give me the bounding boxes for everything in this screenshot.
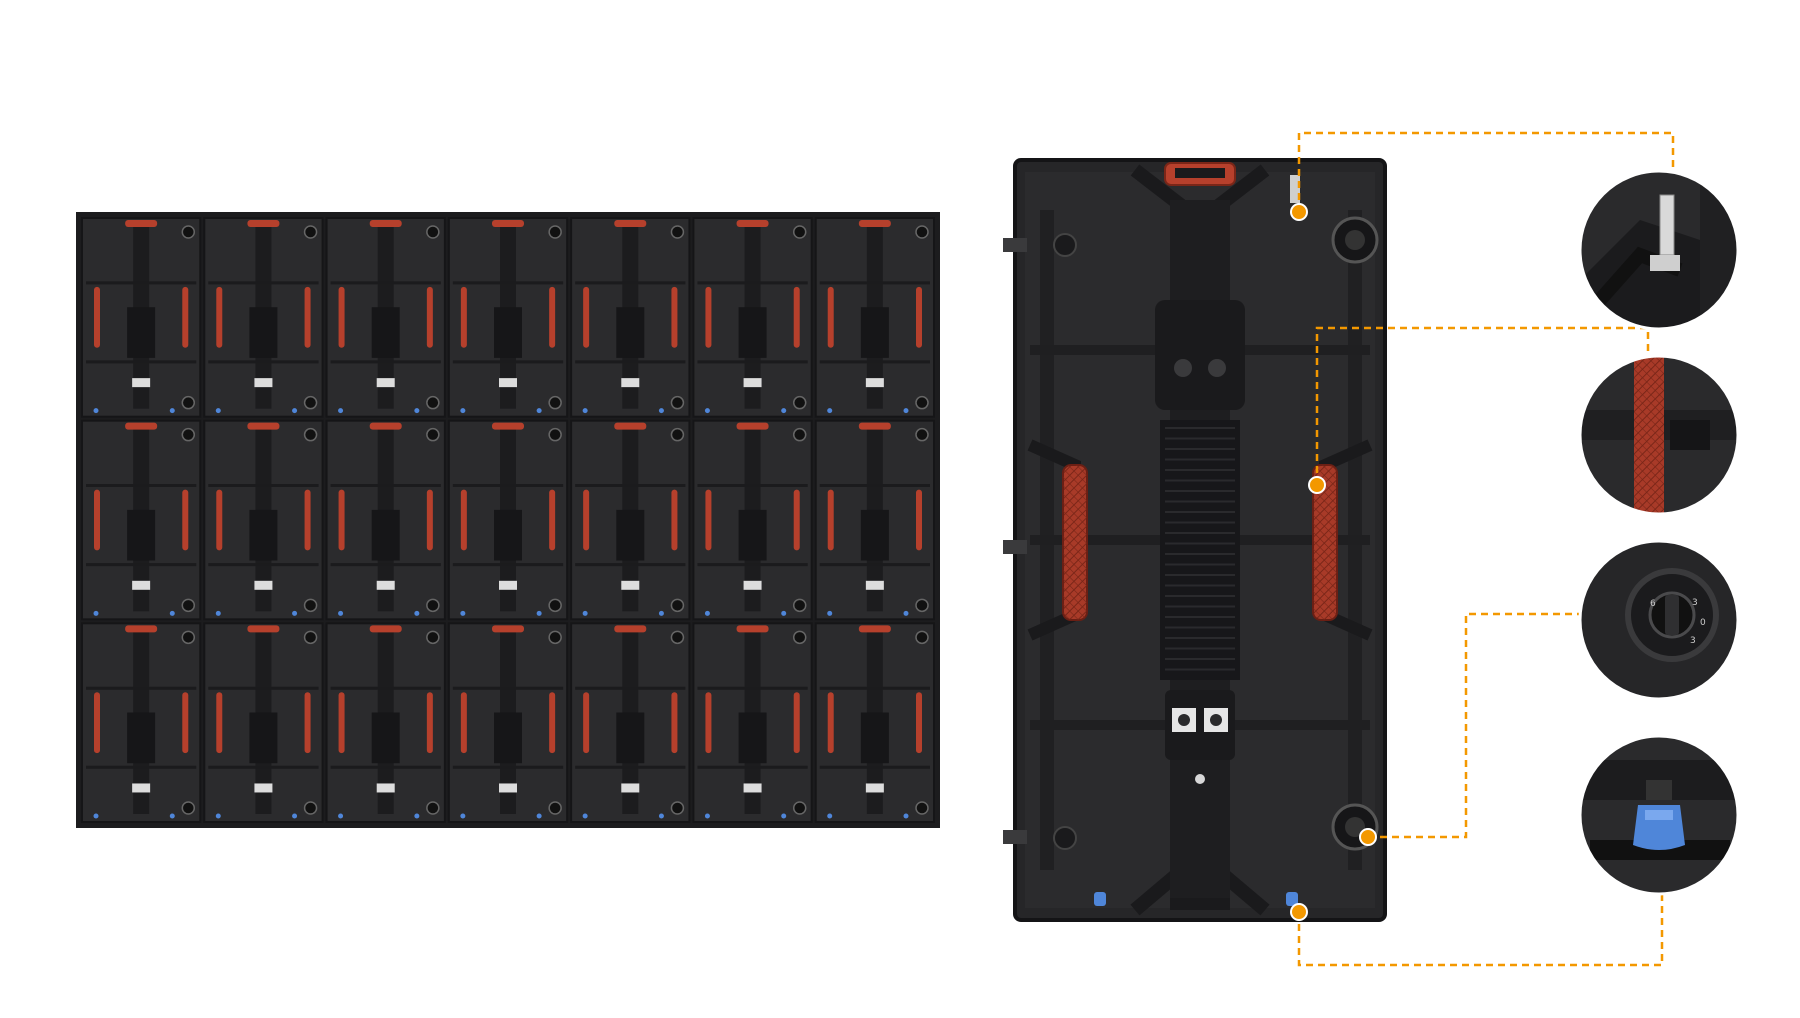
signal-box: [1165, 690, 1235, 760]
callout-dot-latch: [1290, 203, 1308, 221]
wall-cabinet: [447, 622, 569, 823]
lock-dial-icon: 3 6 0 3: [1625, 568, 1719, 662]
wall-cabinet: [570, 217, 691, 418]
wall-cabinet: [447, 419, 569, 621]
upper-right-lock-dial: [1331, 216, 1379, 264]
side-handle-detail: [1578, 354, 1740, 516]
wall-cabinet: [692, 217, 813, 418]
wall-cabinet: [203, 419, 324, 621]
dial-label-a: 3: [1692, 598, 1698, 608]
wall-cabinet: [325, 622, 446, 823]
callout-line-handle: [1315, 326, 1650, 485]
single-cabinet-back: [1003, 158, 1387, 922]
led-wall-assembly: [76, 212, 940, 828]
callout-dot-connector: [1290, 903, 1308, 921]
left-latch-upper: [1003, 238, 1027, 252]
left-latch-lower: [1003, 830, 1027, 844]
wall-cabinet: [692, 419, 813, 621]
wall-cabinet: [570, 622, 691, 823]
handle-icon: [1580, 356, 1738, 514]
wall-cabinet: [447, 217, 569, 418]
callout-lines: [1297, 131, 1675, 967]
wall-cabinet: [814, 622, 936, 823]
latch-icon: [1580, 175, 1738, 329]
callout-line-connector: [1297, 893, 1664, 967]
power-box: [1155, 300, 1245, 410]
wall-cabinet: [203, 622, 324, 823]
corner-lock-dial-detail: 3 6 0 3: [1578, 539, 1740, 701]
wall-cabinet: [203, 217, 324, 418]
top-latch-detail: [1578, 169, 1740, 331]
wall-cabinet: [570, 419, 691, 621]
blue-connector-icon: [1580, 760, 1738, 860]
wall-cabinet: [81, 419, 202, 621]
blue-locator-right: [1286, 892, 1298, 906]
wall-cabinet: [325, 217, 446, 418]
spine-heatsink: [1160, 420, 1240, 680]
wall-cabinet: [814, 217, 936, 418]
top-right-latch-pin: [1290, 175, 1300, 203]
dial-label-d: 3: [1690, 636, 1696, 646]
wall-cabinet: [81, 217, 202, 418]
wall-cabinet: [692, 622, 813, 823]
wall-cabinet: [814, 419, 936, 621]
callout-line-dial: [1368, 612, 1645, 839]
wall-cabinet: [325, 419, 446, 621]
dial-label-b: 6: [1650, 599, 1656, 609]
bottom-connector-detail: [1578, 734, 1740, 896]
callout-line-latch: [1297, 131, 1675, 212]
callout-dot-handle: [1308, 476, 1326, 494]
dial-label-c: 0: [1700, 618, 1706, 628]
wall-cabinet: [81, 622, 202, 823]
callout-dot-dial: [1359, 828, 1377, 846]
blue-locator-left: [1094, 892, 1106, 906]
